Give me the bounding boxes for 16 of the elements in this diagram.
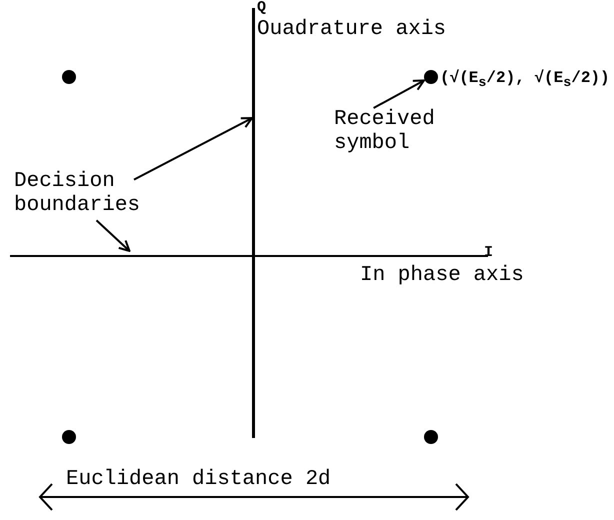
leader-arrow [373, 80, 425, 109]
annotation-text: Received symbol [334, 108, 454, 156]
constellation-point [424, 70, 438, 84]
constellation-point [62, 70, 76, 84]
coordinate-formula: (√(E$_{s}$/2), √(E$_{s}$/2)) [440, 68, 610, 94]
leader-arrow [96, 220, 130, 252]
axis-label: Q [257, 0, 266, 16]
axis-line [252, 8, 255, 438]
axis-title: In phase axis [360, 264, 524, 288]
leader-arrow [134, 117, 253, 180]
axis-line [10, 255, 488, 257]
constellation-point [424, 430, 438, 444]
constellation-point [62, 430, 76, 444]
axis-title: Ouadrature axis [257, 18, 446, 42]
annotation-text: Decision boundaries [14, 170, 164, 218]
dimension-label: Euclidean distance 2d [66, 468, 331, 492]
